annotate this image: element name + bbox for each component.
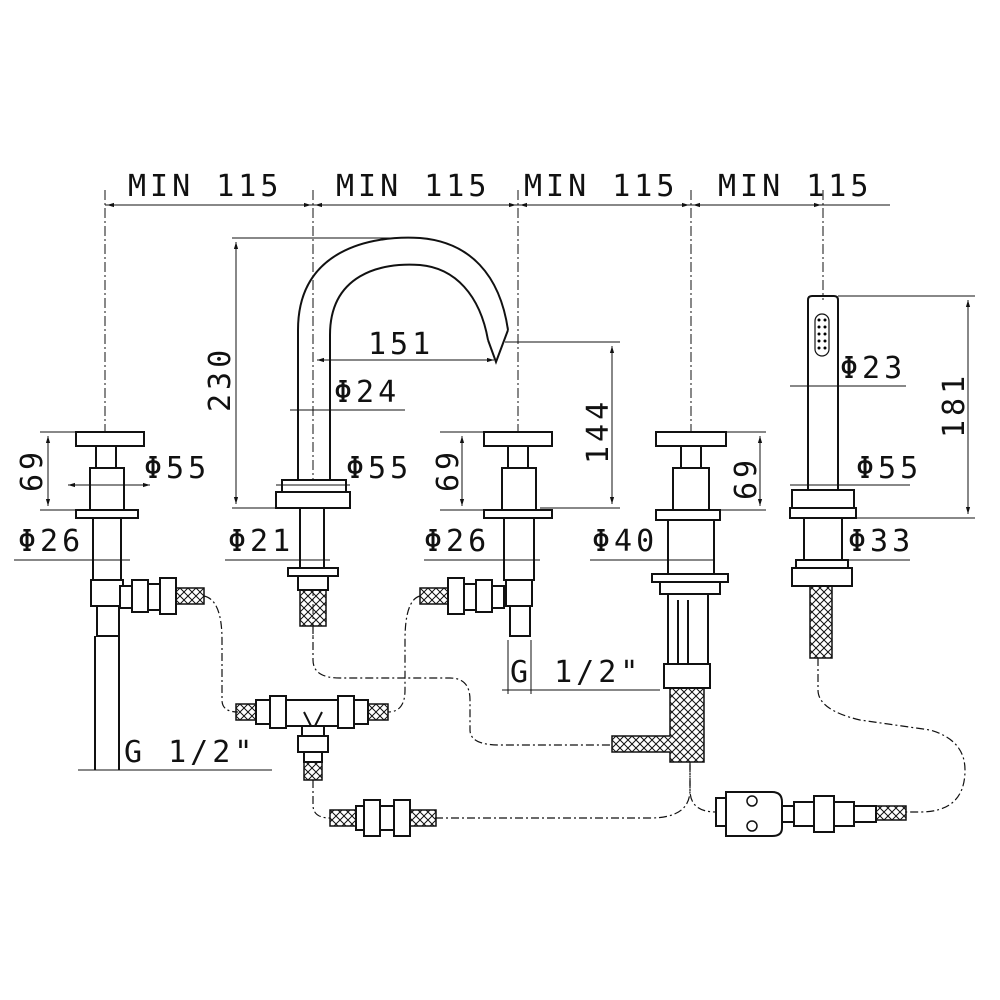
spacing-dimension-line: MIN 115 MIN 115 MIN 115 MIN 115 [105, 169, 890, 208]
shower-diameter: Φ23 [840, 351, 906, 386]
shower-base-diameter: Φ55 [856, 451, 922, 486]
left-cold-valve: 69 Φ55 Φ26 G 1/2" [14, 431, 272, 771]
diverter-valve: 69 Φ40 [590, 431, 766, 763]
middle-shank-diameter: Φ26 [424, 524, 490, 559]
shower-shank-diameter: Φ33 [848, 524, 914, 559]
spout-diameter: Φ24 [334, 375, 400, 410]
shower-nozzle-icon [814, 313, 830, 357]
middle-thread: G 1/2" [510, 655, 642, 690]
spout-shank-diameter: Φ21 [228, 524, 294, 559]
middle-hot-valve: 69 Φ26 G 1/2" [419, 431, 660, 694]
supply-connector [329, 799, 437, 837]
spout: 230 151 144 Φ24 Φ55 Φ21 [203, 236, 620, 627]
screw-icon [746, 820, 758, 832]
screw-icon [746, 795, 758, 807]
spout-height: 230 [203, 346, 238, 412]
shower-height: 181 [937, 372, 972, 438]
spout-base-diameter: Φ55 [346, 451, 412, 486]
spacing-label-4: MIN 115 [718, 169, 872, 204]
shower-hose-coupling [715, 791, 907, 837]
spacing-label-3: MIN 115 [524, 169, 678, 204]
hoses [203, 595, 966, 819]
diverter-handle-height: 69 [729, 456, 764, 500]
spacing-label-2: MIN 115 [336, 169, 490, 204]
hand-shower: 181 Φ23 Φ55 Φ33 [789, 295, 975, 659]
left-shank-diameter: Φ26 [18, 524, 84, 559]
t-connector [235, 695, 389, 781]
center-lines [104, 190, 824, 640]
spout-reach: 151 [368, 327, 434, 362]
left-thread: G 1/2" [124, 735, 256, 770]
diverter-shank-diameter: Φ40 [592, 524, 658, 559]
spacing-label-1: MIN 115 [128, 169, 282, 204]
spout-outlet-height: 144 [581, 398, 616, 464]
middle-handle-height: 69 [431, 448, 466, 492]
left-handle-height: 69 [15, 448, 50, 492]
left-handle-diameter: Φ55 [144, 451, 210, 486]
